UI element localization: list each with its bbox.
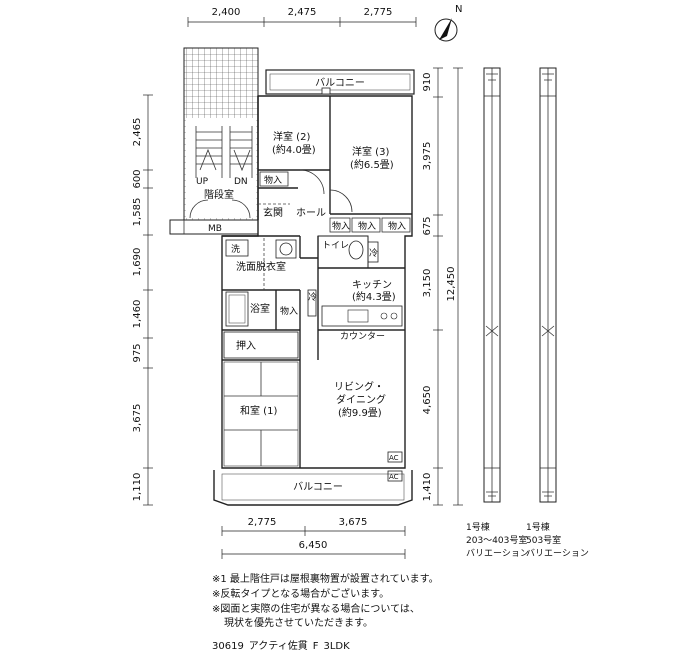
room-youshitsu-2: 洋室 (2) (約4.0畳) 物入 (259, 130, 325, 195)
dim-right-5: 4,650 (422, 386, 433, 415)
kitchen: キッチン (約4.3畳) 冷 カウンター (307, 279, 405, 342)
dim-left-2: 600 (132, 169, 143, 188)
kitchen-size: (約4.3畳) (352, 290, 396, 303)
variation-2-building: 1号棟 (526, 521, 550, 533)
note-3: ※図面と実際の住宅が異なる場合については、 (212, 602, 420, 615)
dim-bottom-2: 3,675 (339, 517, 368, 528)
variation-1-building: 1号棟 (466, 521, 490, 533)
mb-meter-box: MB (169, 219, 259, 235)
dim-right-6: 1,410 (422, 473, 433, 502)
dim-right-3: 675 (422, 216, 433, 235)
living-name-2: ダイニング (336, 393, 386, 406)
toilet-room: トイレ 冷 (317, 235, 379, 269)
notes: ※1 最上階住戸は屋根裏物置が設置されています。 ※反転タイプとなる場合がござい… (212, 572, 439, 629)
top-dimension-line: 2,400 2,475 2,775 (187, 7, 417, 27)
balcony-bottom-label: バルコニー (293, 481, 343, 493)
youshitsu-3-name: 洋室 (3) (352, 145, 389, 158)
counter-label: カウンター (340, 331, 385, 342)
living-name-1: リビング・ (334, 380, 384, 393)
youshitsu-2-name: 洋室 (2) (273, 130, 310, 143)
balcony-top: バルコニー (265, 69, 415, 95)
washroom: 洗 洗面脱衣室 (225, 238, 297, 290)
storage-label-3: 物入 (358, 220, 376, 232)
refrigerator-label: 冷 (369, 247, 378, 259)
kitchen-name: キッチン (352, 279, 392, 291)
ac-label-2: AC (389, 473, 399, 481)
dim-top-2: 2,475 (288, 7, 317, 18)
dim-right-1: 910 (422, 72, 433, 91)
entrance-hall: 玄関 ホール 物入 物入 物入 (258, 203, 411, 233)
dim-left-7: 3,675 (132, 404, 143, 433)
stairs-up-label: UP (196, 177, 209, 187)
closet-oshiire: 押入 (223, 331, 299, 359)
dim-right-2: 3,975 (422, 142, 433, 171)
washitsu-name: 和室 (1) (240, 404, 277, 417)
note-1: ※1 最上階住戸は屋根裏物置が設置されています。 (212, 572, 439, 585)
closet-label: 押入 (236, 339, 256, 352)
washroom-label: 洗面脱衣室 (236, 260, 286, 273)
room-washitsu-1: 和室 (1) (223, 361, 299, 467)
dim-bottom-1: 2,775 (248, 517, 277, 528)
dim-left-8: 1,110 (132, 473, 143, 502)
left-dimension-line: 2,465 600 1,585 1,690 1,460 975 3,675 1,… (132, 94, 153, 506)
stairwell-area: UP DN 階段室 (183, 47, 259, 221)
dim-bottom-total: 6,450 (299, 540, 328, 551)
storage-label-1: 物入 (264, 174, 282, 186)
refrigerator-label-2: 冷 (308, 291, 317, 303)
variation-2-type: バリエーション (526, 548, 589, 559)
hall-label: ホール (296, 207, 326, 219)
living-dining: リビング・ ダイニング (約9.9畳) AC (334, 380, 403, 463)
ac-label-1: AC (389, 454, 399, 462)
note-4: 現状を優先させていただきます。 (224, 616, 373, 629)
youshitsu-3-size: (約6.5畳) (350, 158, 394, 171)
toilet-label: トイレ (322, 241, 349, 251)
right-dimension-line: 910 3,975 675 3,150 4,650 1,410 12,450 (422, 67, 463, 506)
variation-elevation-2: 1号棟 503号室 バリエーション (526, 67, 589, 559)
compass-north-label: N (455, 4, 462, 15)
note-2: ※反転タイプとなる場合がございます。 (212, 587, 389, 600)
dim-top-3: 2,775 (364, 7, 393, 18)
dim-right-total: 12,450 (446, 267, 457, 302)
storage-label-4: 物入 (388, 220, 406, 232)
entrance-label: 玄関 (263, 206, 283, 219)
variation-elevation-1: 1号棟 203～403号室 バリエーション (466, 67, 529, 559)
room-youshitsu-3: 洋室 (3) (約6.5畳) (329, 145, 394, 213)
bathroom-label: 浴室 (250, 302, 270, 315)
variation-1-type: バリエーション (466, 548, 529, 559)
bathroom: 浴室 物入 (225, 291, 298, 327)
dim-right-4: 3,150 (422, 269, 433, 298)
washer-label: 洗 (231, 243, 240, 255)
storage-label-2: 物入 (332, 220, 350, 232)
stairwell-label: 階段室 (204, 188, 234, 201)
living-size: (約9.9畳) (338, 406, 382, 419)
dim-left-4: 1,690 (132, 248, 143, 277)
bottom-dimension-line: 2,775 3,675 6,450 (221, 517, 406, 559)
dim-left-5: 1,460 (132, 300, 143, 329)
variation-1-rooms: 203～403号室 (466, 534, 527, 546)
stairs-down-label: DN (234, 177, 248, 187)
balcony-top-label: バルコニー (315, 77, 365, 89)
north-compass-icon: N (434, 4, 462, 42)
variation-2-rooms: 503号室 (526, 534, 561, 546)
dim-left-3: 1,585 (132, 198, 143, 227)
plan-code: 30619_アクティ佐貫_F_3LDK (212, 640, 350, 650)
mb-label: MB (208, 224, 222, 234)
youshitsu-2-size: (約4.0畳) (272, 143, 316, 156)
dim-left-1: 2,465 (132, 118, 143, 147)
dim-left-6: 975 (132, 343, 143, 362)
dim-top-1: 2,400 (212, 7, 241, 18)
storage-label-5: 物入 (280, 305, 298, 317)
balcony-bottom: AC バルコニー (213, 470, 413, 506)
